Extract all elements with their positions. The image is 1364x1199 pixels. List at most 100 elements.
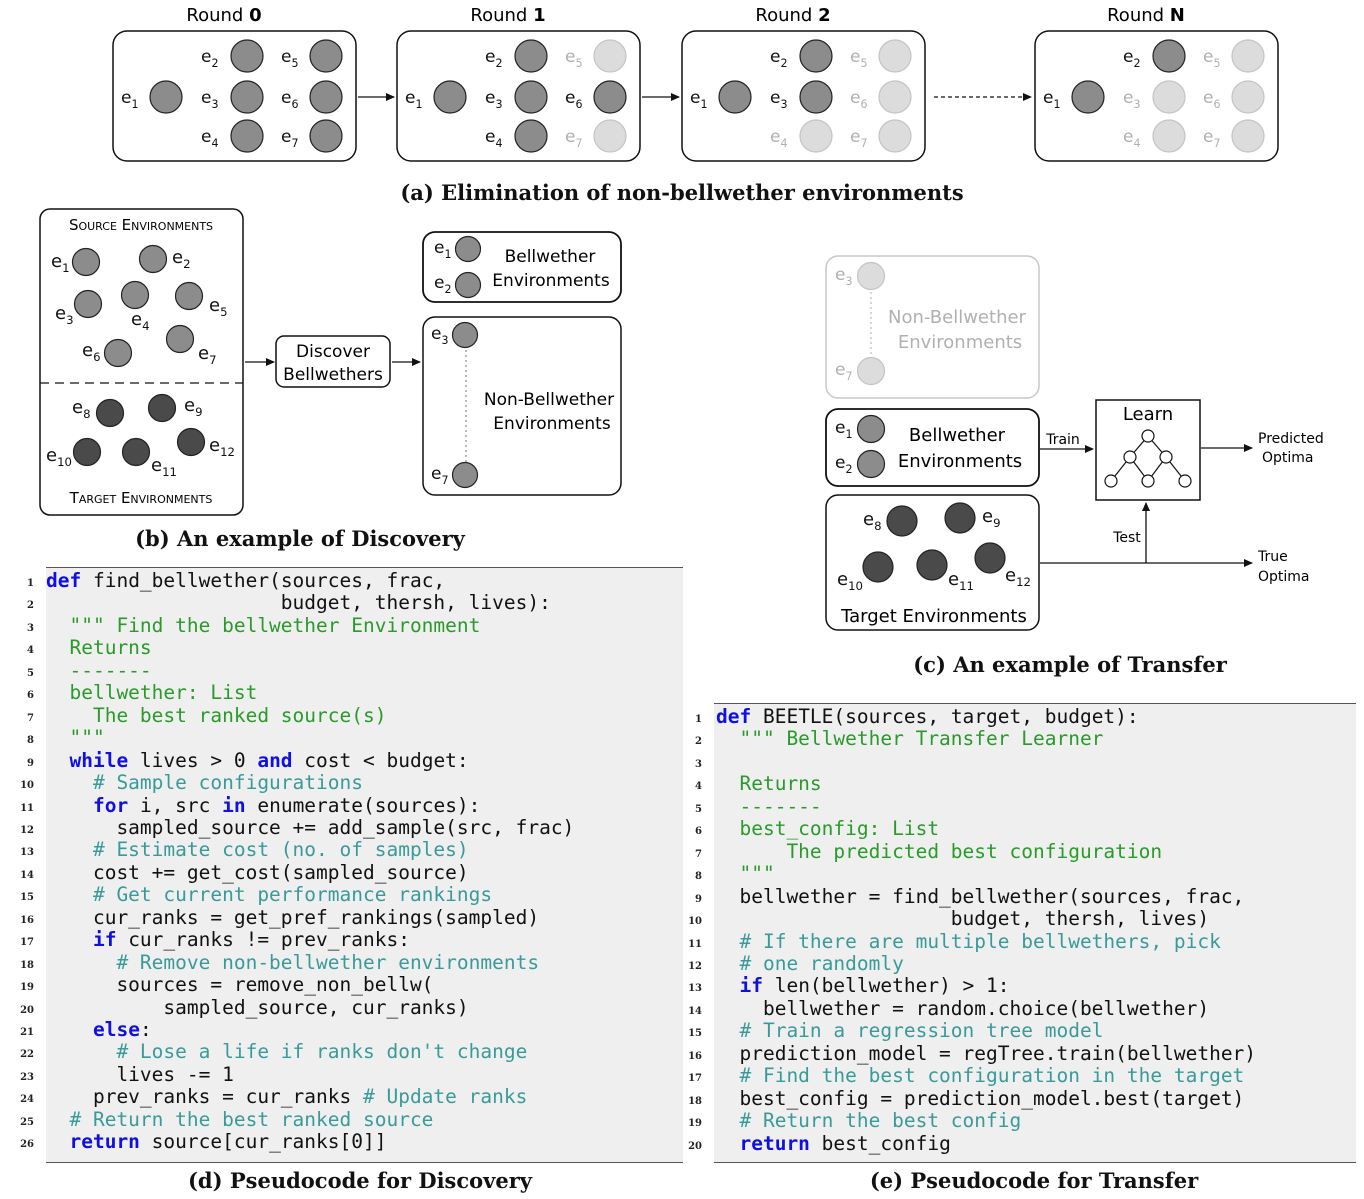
discovery-code-line-2: 2 budget, thersh, lives): bbox=[27, 592, 683, 614]
env-label-nonbell-3: e3 bbox=[431, 324, 449, 347]
code-token: return bbox=[69, 1130, 140, 1154]
bellwether-box-c bbox=[825, 408, 1040, 487]
discovery-code-line-4: 4 Returns bbox=[27, 637, 683, 659]
discovery-code-line-7: 7 The best ranked source(s) bbox=[27, 703, 683, 727]
line-number: 18 bbox=[688, 1095, 702, 1107]
code-token: # Get current performance rankings bbox=[46, 883, 493, 907]
env-label-e2-round-3: e2 bbox=[1123, 47, 1141, 70]
code-token bbox=[46, 1018, 93, 1041]
discovery-code-line-9: 9 while lives > 0 and cost < budget: bbox=[27, 748, 683, 772]
transfer-code-line-10: 10 budget, thersh, lives) bbox=[688, 907, 1356, 930]
line-number: 14 bbox=[20, 869, 34, 881]
env-circle-e1-round-3 bbox=[1071, 80, 1105, 114]
discovery-code-line-17: 17 if cur_ranks != prev_ranks: bbox=[20, 928, 683, 952]
code-token: cur_ranks = get_pref_rankings(sampled) bbox=[46, 905, 540, 929]
caption-a: (a) Elimination of non-bellwether enviro… bbox=[400, 180, 964, 205]
code-token: The best ranked source(s) bbox=[46, 703, 387, 727]
line-number: 1 bbox=[695, 714, 702, 725]
code-token: # Lose a life if ranks don't change bbox=[46, 1040, 528, 1064]
code-token: cur_ranks != prev_ranks: bbox=[116, 928, 410, 952]
code-token: Returns bbox=[716, 772, 822, 796]
code-token: bellwether = random.choice(bellwether) bbox=[716, 996, 1210, 1020]
predicted-label-2: Optima bbox=[1262, 450, 1314, 466]
line-number: 7 bbox=[695, 848, 702, 860]
env-label-e5-round-0: e5 bbox=[281, 47, 299, 70]
line-number: 12 bbox=[20, 824, 34, 836]
discovery-code-line-12: 12 sampled_source += add_sample(src, fra… bbox=[20, 816, 683, 839]
transfer-code-line-18: 18 best_config = prediction_model.best(t… bbox=[688, 1087, 1356, 1110]
env-label-c-nonbell-7: e7 bbox=[835, 360, 853, 383]
env-label-src-4: e4 bbox=[131, 309, 150, 333]
non-bellwether-label-2: Environments bbox=[493, 414, 611, 434]
train-label: Train bbox=[1045, 432, 1080, 448]
transfer-code-line-16: 16 prediction_model = regTree.train(bell… bbox=[688, 1042, 1356, 1065]
true-label-2: Optima bbox=[1258, 569, 1310, 585]
env-label-src-7: e7 bbox=[198, 343, 217, 367]
line-number: 4 bbox=[27, 645, 34, 657]
line-number: 10 bbox=[688, 916, 702, 928]
env-label-e1-round-0: e1 bbox=[121, 88, 139, 111]
env-label-e2-round-0: e2 bbox=[201, 47, 219, 70]
panel-c-transfer: Non-Bellwether Environments Bellwether E… bbox=[825, 255, 1324, 631]
env-label-c-tgt-8: e8 bbox=[863, 509, 882, 533]
transfer-code-line-20: 20 return best_config bbox=[688, 1131, 1356, 1155]
code-token: lives -= 1 bbox=[46, 1062, 234, 1086]
line-number: 5 bbox=[27, 667, 34, 679]
discovery-code-line-18: 18 # Remove non-bellwether environments bbox=[20, 951, 683, 974]
env-circle-e2-round-3 bbox=[1152, 39, 1186, 73]
transfer-code-line-6: 6 best_config: List bbox=[695, 818, 1356, 840]
transfer-code-line-5: 5 ------- bbox=[695, 795, 1356, 818]
discovery-code-line-3: 3 """ Find the bellwether Environment bbox=[27, 614, 683, 637]
env-circle-e6-round-3 bbox=[1231, 80, 1265, 114]
code-token: for bbox=[92, 793, 129, 817]
transfer-code-line-12: 12 # one randomly bbox=[688, 952, 1356, 975]
line-number: 17 bbox=[688, 1073, 702, 1085]
code-token: # If there are multiple bellwethers, pic… bbox=[716, 929, 1221, 953]
env-label-e3-round-0: e3 bbox=[201, 88, 219, 111]
discovery-code-line-8: 8 """ bbox=[27, 726, 683, 749]
env-circle-tgt-11 bbox=[121, 437, 151, 467]
env-circle-e3-round-2 bbox=[799, 80, 833, 114]
non-bellwether-label-1: Non-Bellwether bbox=[484, 390, 614, 410]
line-number: 9 bbox=[695, 893, 702, 905]
panel-b-discovery: Source Environments Target Environments … bbox=[39, 208, 622, 516]
code-token: # Estimate cost (no. of samples) bbox=[46, 838, 469, 862]
env-circle-e4-round-2 bbox=[799, 119, 833, 153]
transfer-code-line-9: 9 bellwether = find_bellwether(sources, … bbox=[695, 884, 1356, 908]
env-circle-c-tgt-10 bbox=[862, 551, 894, 583]
env-label-e3-round-1: e3 bbox=[485, 88, 503, 111]
code-token: lives > 0 bbox=[128, 748, 258, 772]
bellwether-environments-box bbox=[422, 231, 622, 303]
env-label-e1-round-1: e1 bbox=[405, 88, 423, 111]
code-token: bellwether: List bbox=[46, 681, 258, 705]
code-token: best_config bbox=[809, 1131, 951, 1155]
line-number: 10 bbox=[20, 780, 34, 792]
source-target-box bbox=[39, 208, 244, 516]
env-label-c-tgt-9: e9 bbox=[982, 506, 1001, 530]
code-token: # Find the best configuration in the tar… bbox=[716, 1064, 1245, 1088]
discovery-code-line-6: 6 bellwether: List bbox=[27, 681, 683, 705]
transfer-code-line-8: 8 """ bbox=[695, 862, 1356, 885]
env-circle-e1-round-0 bbox=[149, 80, 183, 114]
env-label-bell-2: e2 bbox=[434, 273, 452, 296]
env-label-e1-round-2: e1 bbox=[690, 88, 708, 111]
line-number: 23 bbox=[20, 1071, 34, 1083]
test-label: Test bbox=[1112, 530, 1141, 546]
env-label-e6-round-3: e6 bbox=[1203, 88, 1221, 111]
line-number: 21 bbox=[20, 1027, 34, 1038]
env-circle-e2-round-2 bbox=[799, 39, 833, 73]
true-label-1: True bbox=[1257, 549, 1288, 565]
code-token bbox=[46, 794, 93, 817]
panel-a-elimination: Round 0 Round 1 Round 2 Round N e1e2e3e4… bbox=[112, 5, 1279, 162]
round-0-box bbox=[112, 30, 357, 162]
non-bellwether-label-c-1: Non-Bellwether bbox=[888, 307, 1027, 328]
code-token: bellwether = find_bellwether(sources, fr… bbox=[716, 884, 1245, 908]
line-number: 19 bbox=[688, 1118, 702, 1130]
env-circle-e6-round-2 bbox=[878, 80, 912, 114]
env-circle-e7-round-0 bbox=[309, 119, 343, 153]
code-token: cost += get_cost(sampled_source) bbox=[46, 860, 469, 884]
discovery-code-line-20: 20 sampled_source, cur_ranks) bbox=[20, 996, 683, 1019]
